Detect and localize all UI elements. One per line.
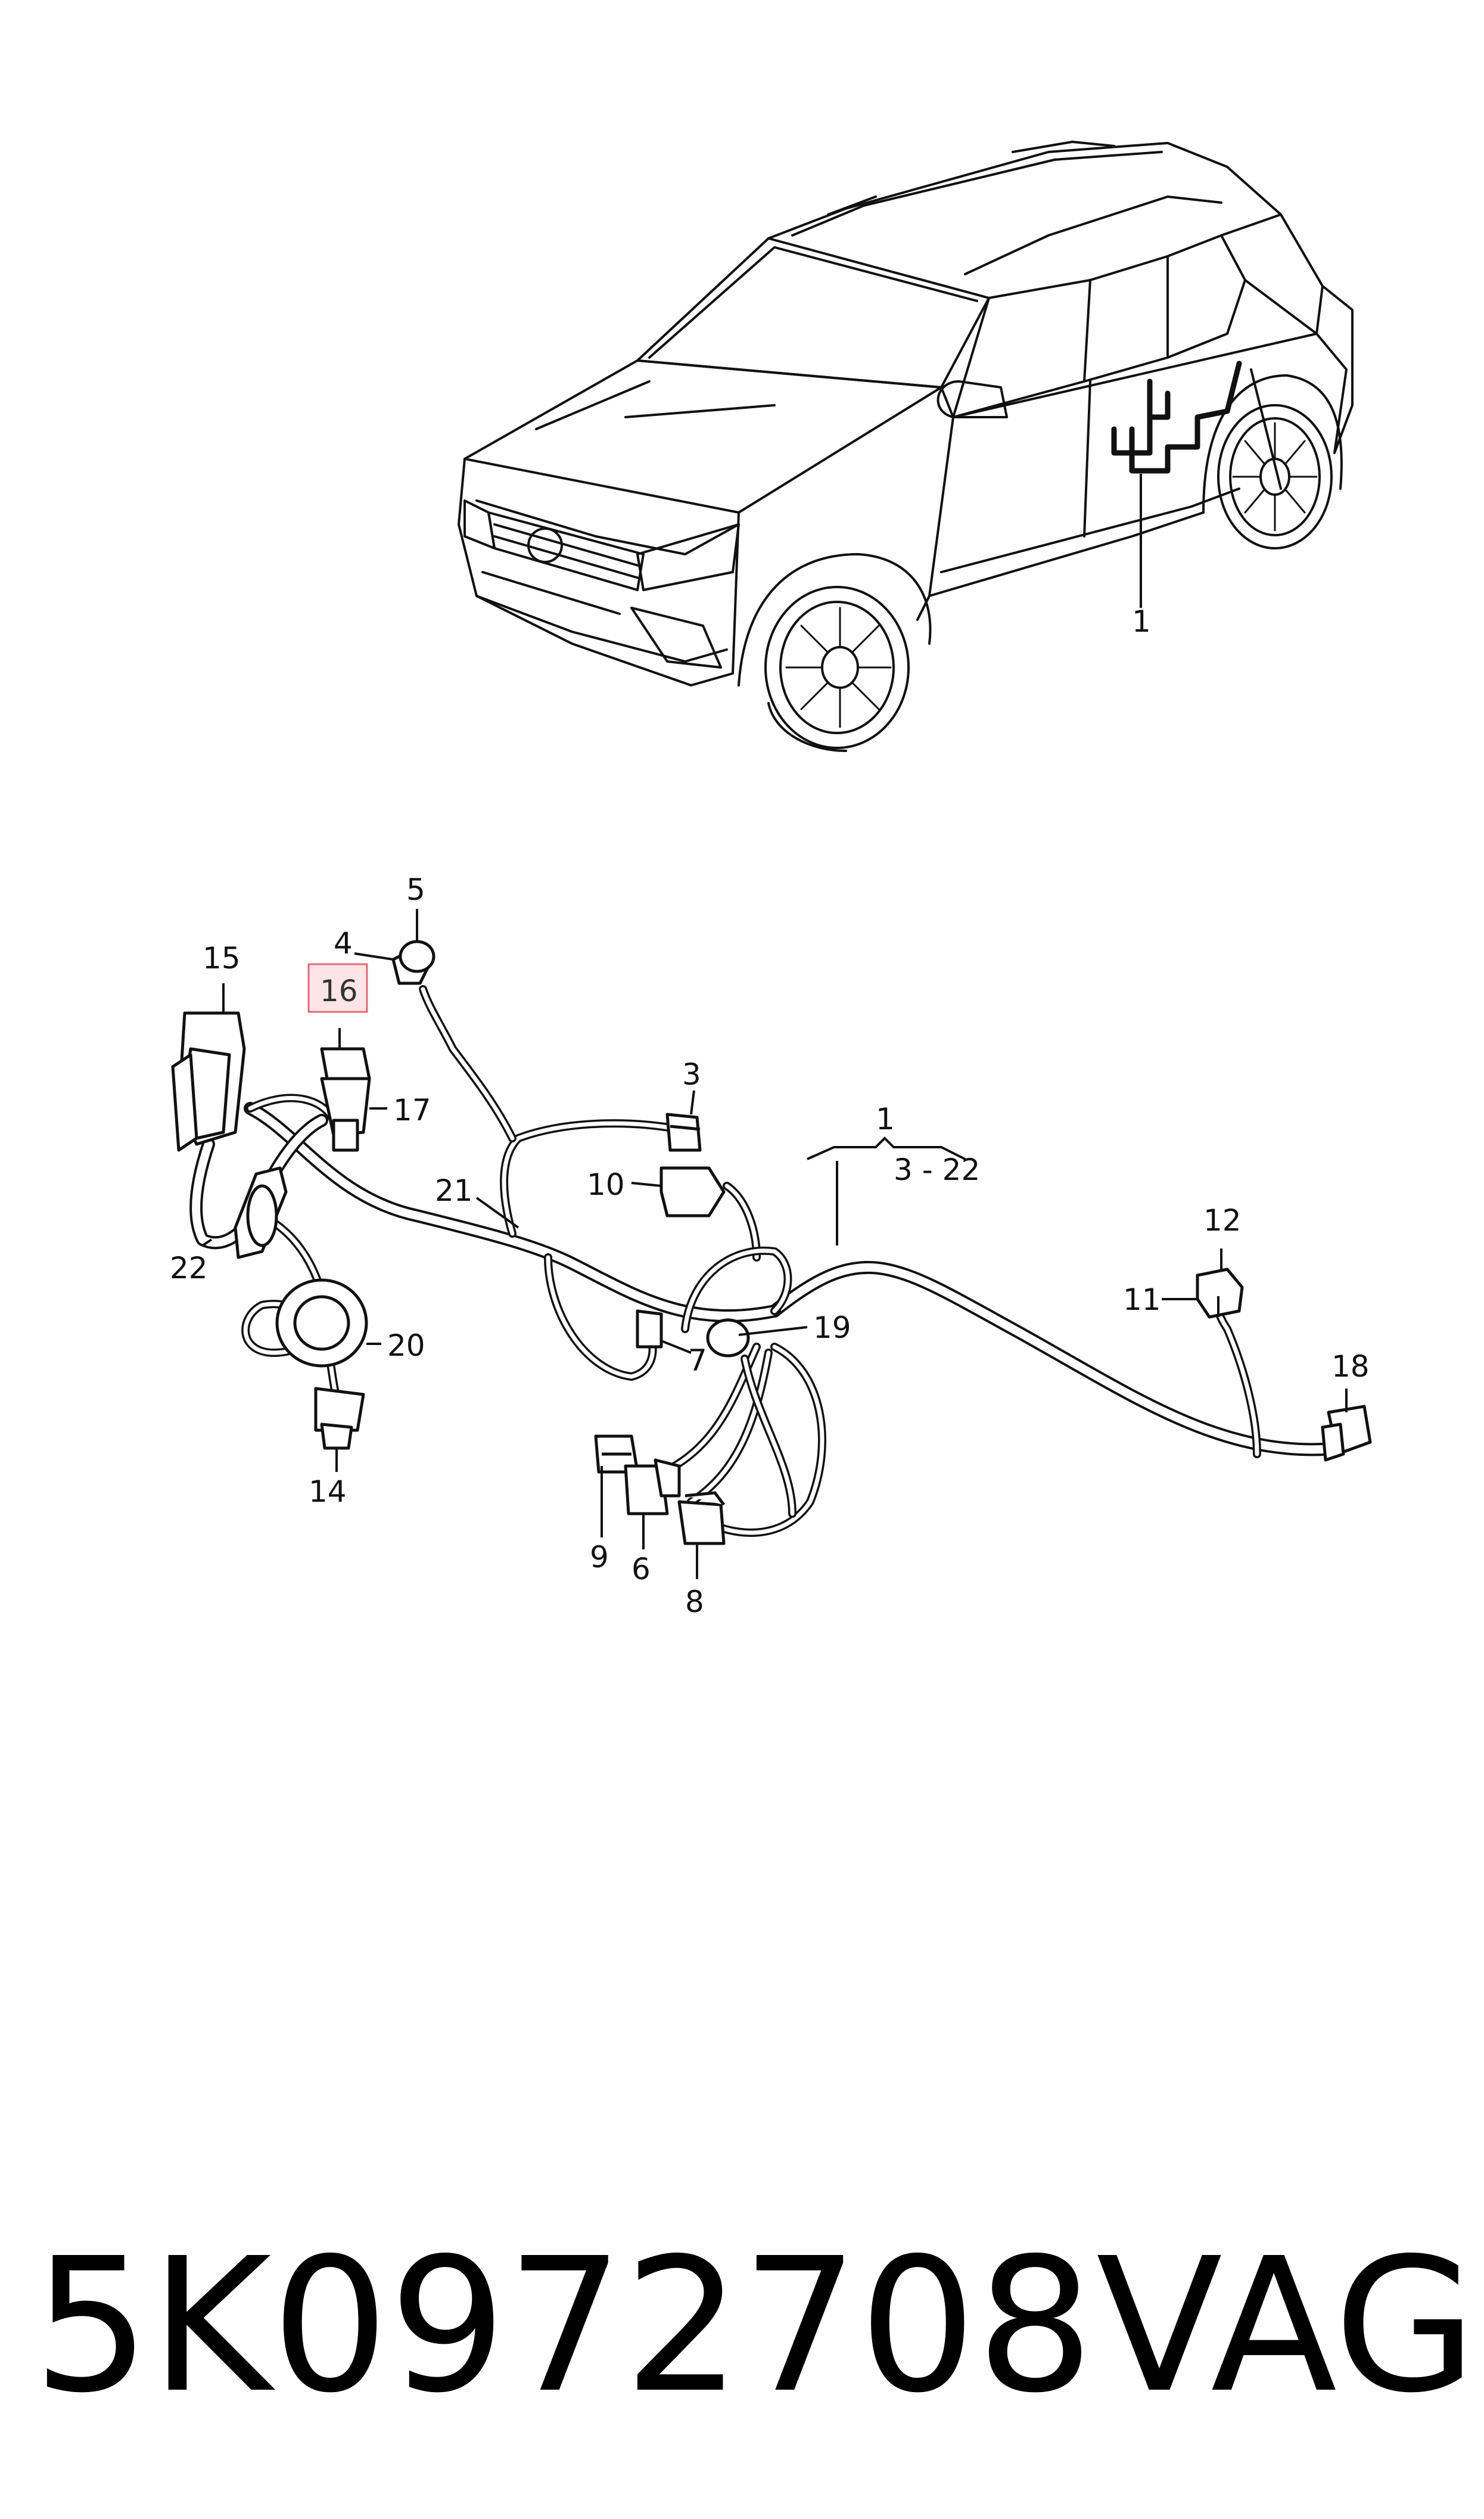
callout-1-car: 1 <box>1132 604 1151 639</box>
callout-18: 18 <box>1331 1349 1370 1384</box>
callout-labels: 1 3 - 22 3 4 5 6 7 8 9 10 11 12 14 15 16… <box>170 872 1370 1619</box>
callout-16: 16 <box>320 974 358 1008</box>
callout-10: 10 <box>587 1167 625 1202</box>
callout-11: 11 <box>1123 1282 1161 1317</box>
callout-14: 14 <box>309 1474 347 1509</box>
callout-range: 3 - 22 <box>894 1153 980 1187</box>
callout-3: 3 <box>682 1057 701 1092</box>
callout-7: 7 <box>688 1343 707 1378</box>
part-number: 5K0972708 <box>33 2219 1094 2434</box>
highlight-box-16 <box>307 963 368 1013</box>
callout-6: 6 <box>631 1552 651 1586</box>
callout-4: 4 <box>334 926 353 961</box>
harness-illustration <box>171 940 1372 1545</box>
callout-20: 20 <box>387 1328 425 1363</box>
callout-9: 9 <box>590 1540 609 1574</box>
brand-name: VAG <box>1096 2219 1477 2434</box>
callout-12: 12 <box>1203 1203 1242 1238</box>
callout-17: 17 <box>393 1093 431 1128</box>
callout-21: 21 <box>435 1173 473 1208</box>
callout-8: 8 <box>685 1585 704 1619</box>
callout-15: 15 <box>203 941 241 976</box>
callout-19: 19 <box>813 1310 851 1345</box>
vehicle-illustration <box>458 141 1354 752</box>
callout-leaders <box>201 909 1348 1579</box>
callout-5: 5 <box>406 872 425 907</box>
callout-22: 22 <box>170 1251 208 1285</box>
callout-1-harness: 1 <box>876 1102 895 1136</box>
